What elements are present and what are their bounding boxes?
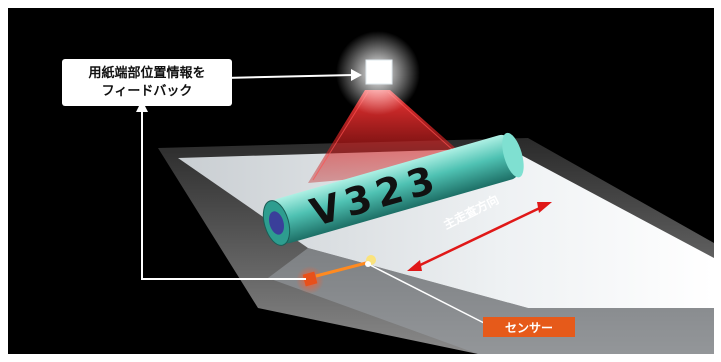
callout-arrow-line: [223, 74, 354, 79]
feedback-arrowhead: [136, 100, 148, 112]
diagram-scene: V323 用紙端部位置情報を フィードバック 主走査方向 センサー: [8, 8, 714, 354]
paper-sheet: [178, 148, 714, 308]
callout-line2: フィードバック: [101, 83, 193, 99]
direction-arrowhead-left: [407, 260, 422, 271]
callout-arrowhead: [351, 69, 362, 81]
light-source: [365, 59, 393, 85]
direction-arrowhead-right: [537, 202, 552, 213]
sensor-head: [302, 271, 318, 287]
sensor-arm: [315, 260, 371, 278]
paper-edge-shadow: [268, 248, 714, 354]
feedback-callout: 用紙端部位置情報を フィードバック: [62, 59, 232, 106]
direction-arrow-line: [413, 204, 545, 270]
illustration: V323: [136, 31, 714, 354]
sensor-leader-line: [367, 263, 487, 325]
sensor-label: センサー: [483, 317, 575, 337]
feedback-line: [141, 108, 306, 280]
callout-line1: 用紙端部位置情報を: [88, 65, 206, 81]
